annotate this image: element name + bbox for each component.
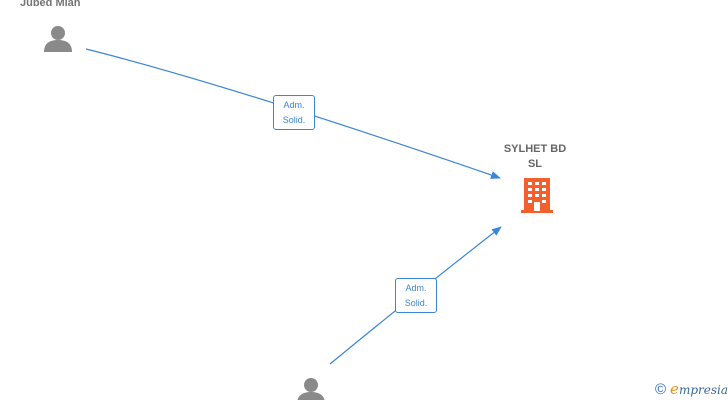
building-icon[interactable] bbox=[521, 178, 553, 214]
company-name-line1: SYLHET BD bbox=[503, 143, 567, 155]
company-name[interactable]: SYLHET BD SL bbox=[490, 142, 580, 172]
person-icon[interactable] bbox=[43, 24, 73, 52]
edge-label-role: Adm. bbox=[405, 283, 427, 293]
edge-label-type: Solid. bbox=[282, 115, 306, 125]
company-name-line2: SL bbox=[527, 158, 543, 170]
edge-label-top: Adm. Solid. bbox=[273, 95, 315, 130]
empresia-watermark: © empresia bbox=[655, 380, 728, 398]
person-icon[interactable] bbox=[296, 376, 326, 400]
edge-top-to-company bbox=[85, 48, 501, 179]
brand-rest: mpresia bbox=[678, 383, 728, 397]
edge-label-role: Adm. bbox=[283, 100, 305, 110]
person-name-jubed-miah[interactable]: Jubed Miah bbox=[20, 0, 81, 9]
brand-logo: empresia bbox=[670, 380, 728, 398]
edge-label-type: Solid. bbox=[404, 298, 428, 308]
edge-label-bottom: Adm. Solid. bbox=[395, 278, 437, 313]
brand-initial: e bbox=[670, 380, 679, 398]
copyright-icon: © bbox=[654, 380, 667, 398]
